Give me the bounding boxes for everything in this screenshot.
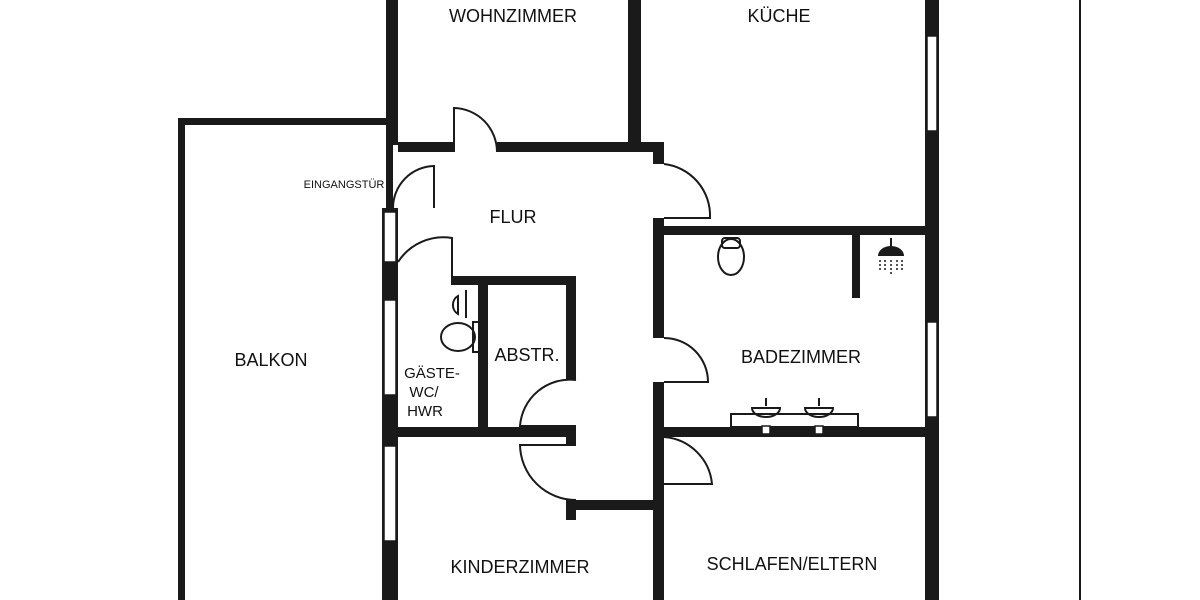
door-swing-icon bbox=[663, 436, 714, 485]
door-swing-icon bbox=[518, 444, 577, 501]
door-swing-icon bbox=[518, 378, 577, 427]
door-swing-icon bbox=[392, 164, 435, 209]
door-swing-icon bbox=[663, 337, 710, 383]
door-swing-icon bbox=[453, 106, 498, 153]
window-icon bbox=[926, 35, 938, 132]
walls bbox=[178, 0, 939, 600]
washbasin-icon bbox=[730, 398, 859, 435]
door-swing-icon bbox=[663, 163, 712, 219]
door-swing-icon bbox=[397, 236, 453, 278]
window-icon bbox=[383, 211, 397, 263]
label-eingangstuer: EINGANGSTÜR bbox=[304, 179, 385, 191]
window-icon bbox=[383, 299, 397, 396]
window-icon bbox=[383, 445, 397, 542]
room-label-gaeste-line2: WC/ bbox=[409, 384, 439, 401]
toilet-icon bbox=[717, 237, 745, 276]
room-label-gaeste-line1: GÄSTE- bbox=[404, 365, 460, 382]
windows bbox=[383, 35, 938, 542]
shower-icon bbox=[878, 238, 904, 274]
room-label-badezimmer: BADEZIMMER bbox=[741, 347, 861, 367]
room-label-abstr: ABSTR. bbox=[494, 345, 559, 365]
room-label-kinderzimmer: KINDERZIMMER bbox=[451, 557, 590, 577]
window-icon bbox=[926, 321, 938, 418]
room-label-gaeste-line3: HWR bbox=[407, 403, 443, 420]
toilet-icon bbox=[440, 321, 482, 353]
room-label-kueche: KÜCHE bbox=[747, 6, 810, 26]
room-label-wohnzimmer: WOHNZIMMER bbox=[449, 6, 577, 26]
doors bbox=[392, 106, 714, 501]
room-label-schlafen: SCHLAFEN/ELTERN bbox=[707, 554, 878, 574]
washbasin-icon bbox=[451, 290, 488, 318]
room-label-flur: FLUR bbox=[489, 207, 536, 227]
room-label-balkon: BALKON bbox=[234, 350, 307, 370]
